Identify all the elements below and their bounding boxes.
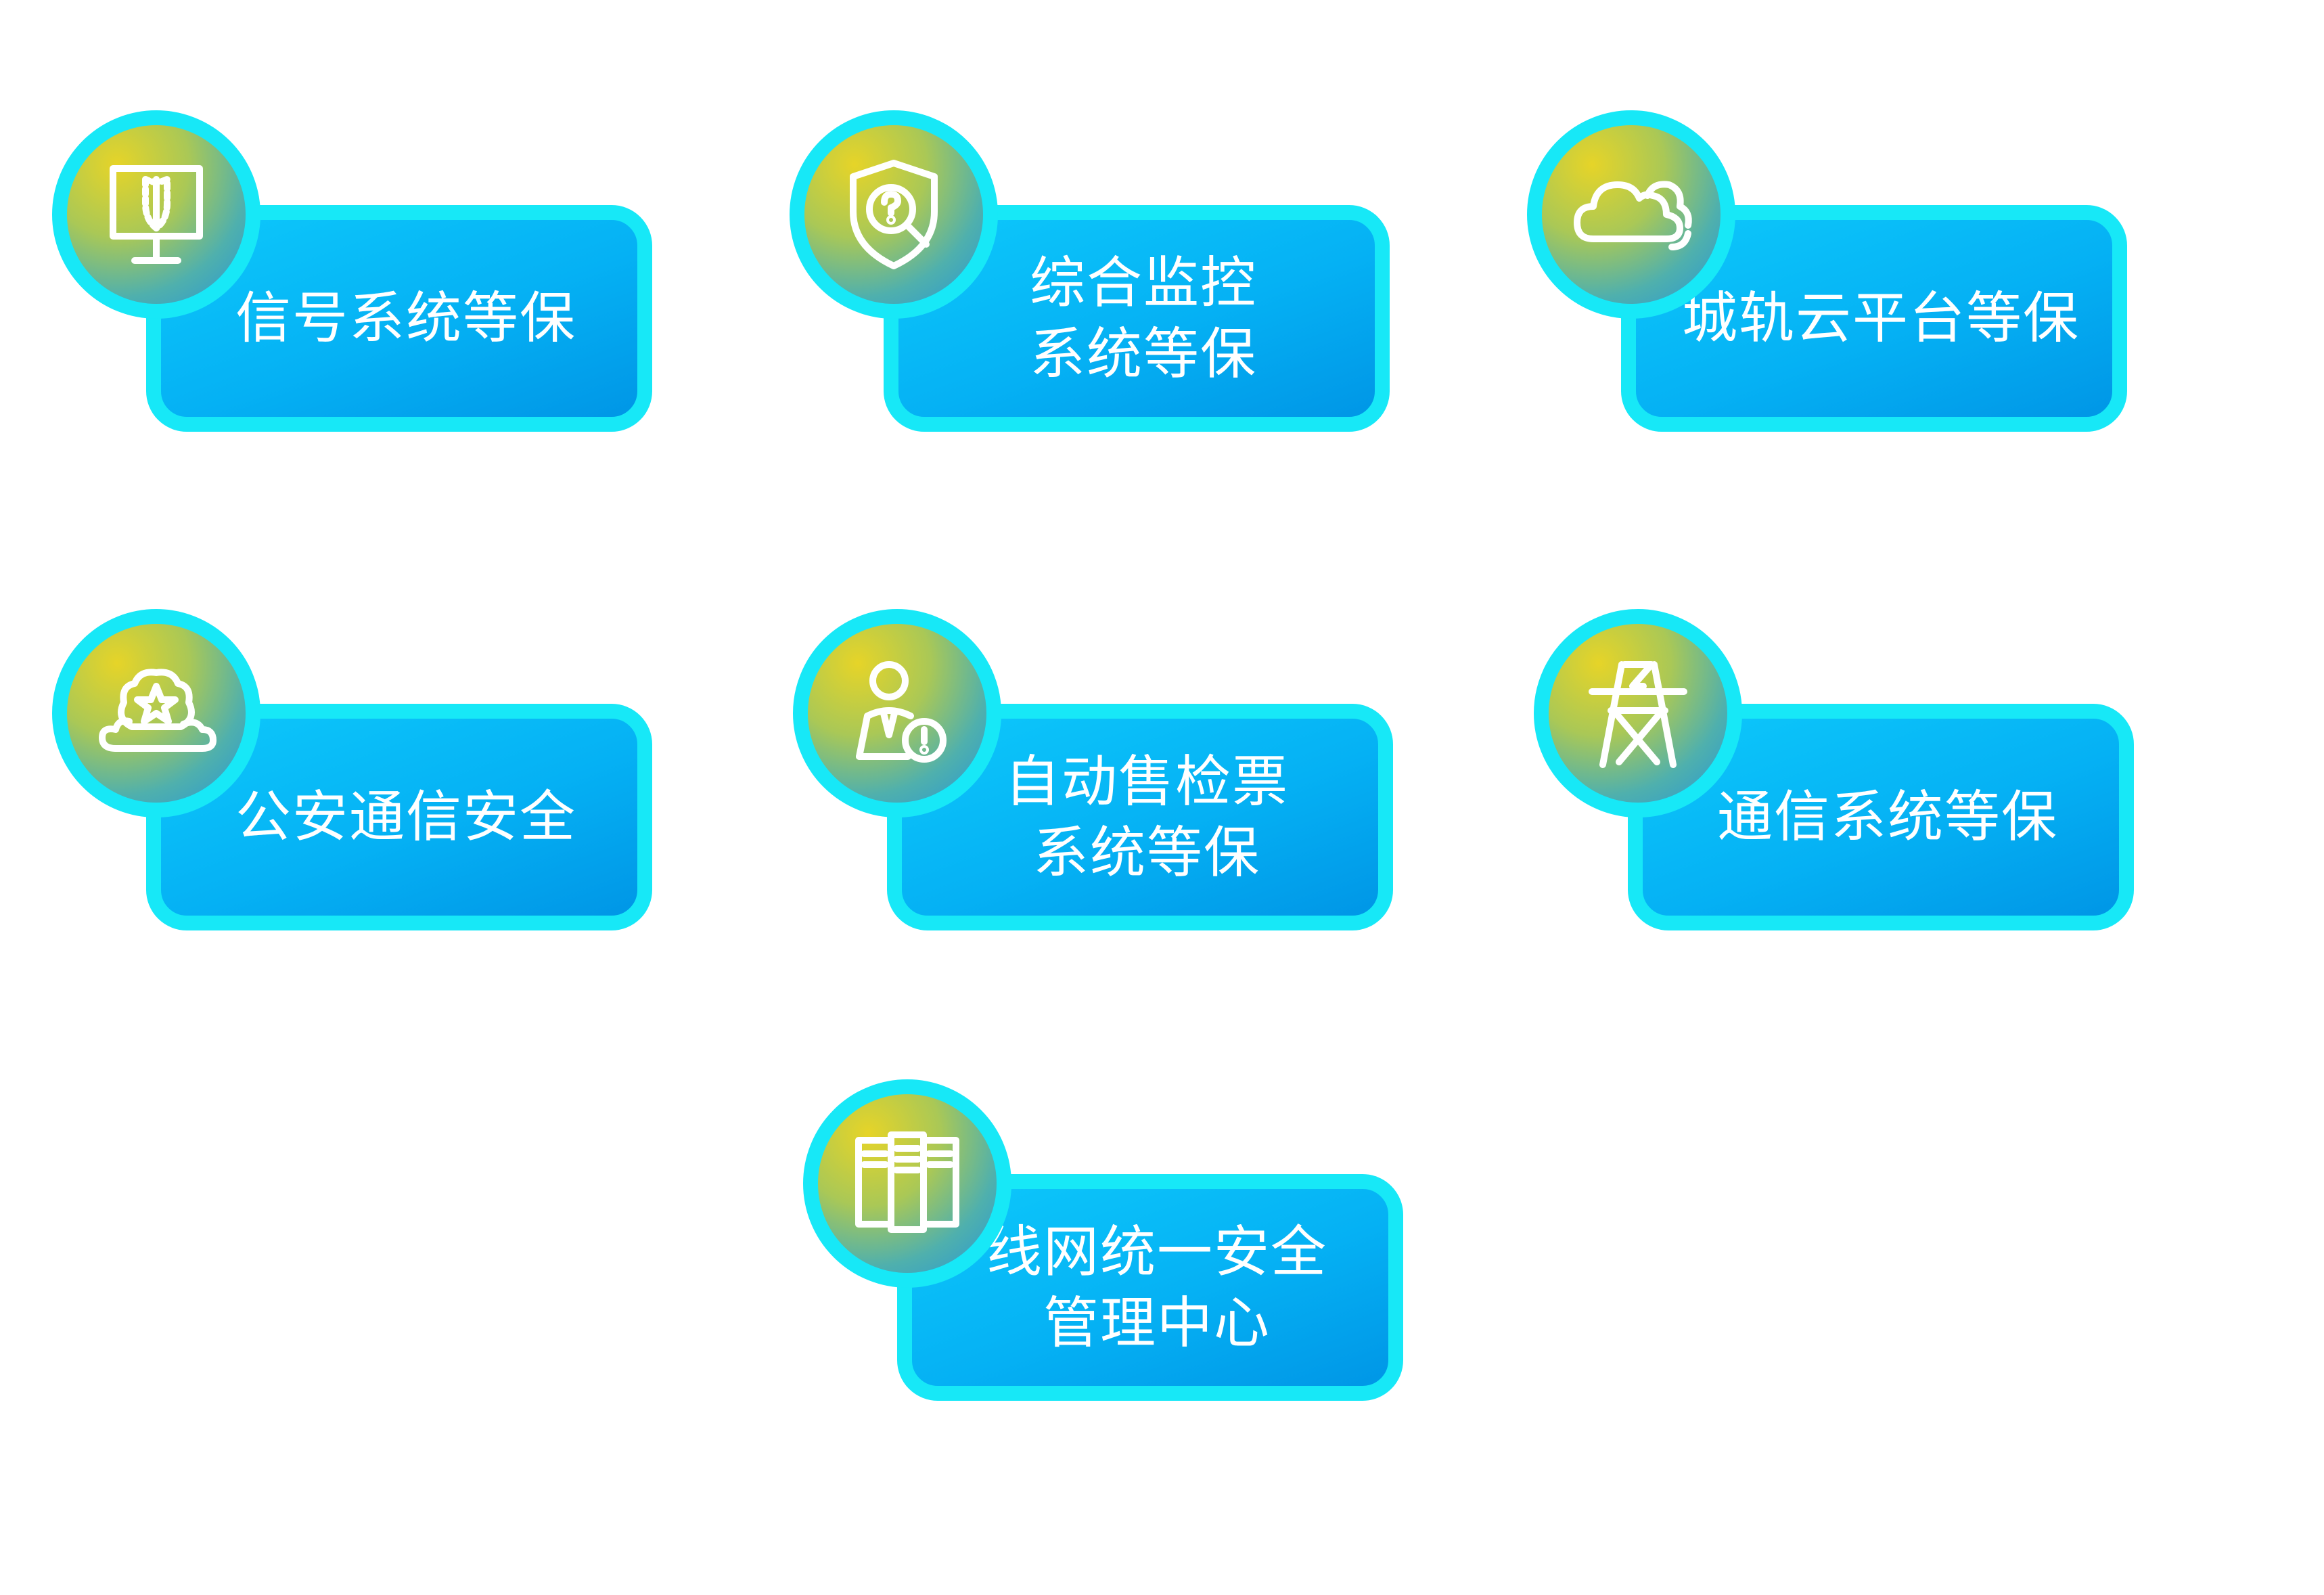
card-network-security-center[interactable]: 线网统一安全 管理中心 <box>803 1079 1403 1401</box>
monitor-shield-icon <box>52 110 260 319</box>
card-box: 自动售检票 系统等保 <box>887 704 1393 930</box>
card-label: 通信系统等保 <box>1716 785 2058 849</box>
card-label: 自动售检票 系统等保 <box>1004 749 1289 885</box>
cloud-icon <box>1527 110 1735 319</box>
card-signal-system[interactable]: 信号系统等保 <box>52 110 652 432</box>
card-box: 信号系统等保 <box>146 205 652 432</box>
card-label: 公安通信安全 <box>235 785 576 849</box>
card-label: 线网统一安全 管理中心 <box>986 1219 1327 1355</box>
card-label: 城轨云平台等保 <box>1681 286 2080 351</box>
card-integrated-monitoring[interactable]: 综合监控 系统等保 <box>790 110 1390 432</box>
card-label: 综合监控 系统等保 <box>1029 250 1257 386</box>
card-afc-system[interactable]: 自动售检票 系统等保 <box>793 609 1393 930</box>
card-box: 线网统一安全 管理中心 <box>897 1174 1403 1401</box>
server-rack-icon <box>803 1079 1011 1288</box>
badge-cloud-icon <box>52 609 260 817</box>
card-cloud-platform[interactable]: 城轨云平台等保 <box>1527 110 2127 432</box>
card-label: 信号系统等保 <box>235 286 576 351</box>
shield-search-icon <box>790 110 998 319</box>
user-alert-icon <box>793 609 1001 817</box>
card-communication-system[interactable]: 通信系统等保 <box>1534 609 2134 930</box>
card-box: 通信系统等保 <box>1628 704 2134 930</box>
card-public-security-comms[interactable]: 公安通信安全 <box>52 609 652 930</box>
transmission-tower-icon <box>1534 609 1742 817</box>
